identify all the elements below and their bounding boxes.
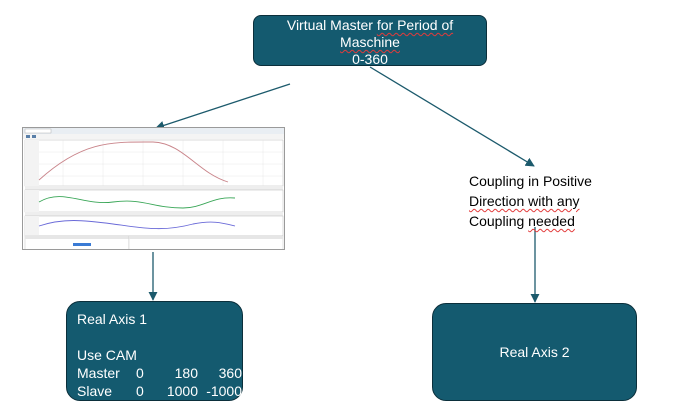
embedded-cam-editor-screenshot <box>22 127 285 250</box>
cam-master-row: Master 0 180 360 <box>77 364 242 382</box>
virtual-master-box: Virtual Master for Period of Maschine 0-… <box>253 15 487 67</box>
coupling-note: Coupling in Positive Direction with any … <box>469 171 592 231</box>
cam-value: 0 <box>136 365 144 381</box>
virtual-master-text: Virtual Master <box>286 17 377 33</box>
cam-curve-bottom <box>38 220 236 230</box>
coupling-note-line2: Direction with any <box>469 191 592 211</box>
coupling-note-line3-text: Coupling <box>469 213 529 229</box>
coupling-note-line1: Coupling in Positive <box>469 173 592 189</box>
cam-slave-row: Slave 0 1000 -1000 <box>77 382 242 400</box>
cam-value: 360 <box>218 365 242 381</box>
coupling-note-needed-text: needed <box>528 213 575 229</box>
cam-curve-middle <box>38 196 236 209</box>
maschine-text: Maschine <box>340 34 400 50</box>
arrow-master-to-coupling <box>369 66 535 167</box>
cam-value: 180 <box>174 365 198 381</box>
arrow-master-to-screenshot <box>155 83 291 130</box>
virtual-master-text-underlined: for Period of <box>376 17 454 33</box>
virtual-master-line1: Virtual Master for Period of <box>254 17 486 34</box>
cam-mode-label: Use CAM <box>77 347 137 363</box>
cam-value: -1000 <box>206 383 242 399</box>
coupling-note-line3: Coupling needed <box>469 211 592 231</box>
virtual-master-range: 0-360 <box>352 51 388 67</box>
cam-curve-top <box>38 141 229 183</box>
cam-editor-thumbnail <box>23 128 284 249</box>
virtual-master-line2: Maschine <box>254 34 486 51</box>
real-axis-1-box: Real Axis 1 Use CAM Master 0 180 360 Slave 0… <box>66 301 243 401</box>
real-axis-1-title: Real Axis 1 <box>77 311 148 327</box>
cam-value: 1000 <box>166 383 198 399</box>
cam-value: 0 <box>136 383 144 399</box>
cam-row-label: Master <box>77 365 120 381</box>
cam-row-label: Slave <box>77 383 113 399</box>
real-axis-2-title: Real Axis 2 <box>499 344 570 360</box>
coupling-note-line2-text: Direction with any <box>469 193 580 209</box>
real-axis-2-box: Real Axis 2 <box>432 303 637 401</box>
